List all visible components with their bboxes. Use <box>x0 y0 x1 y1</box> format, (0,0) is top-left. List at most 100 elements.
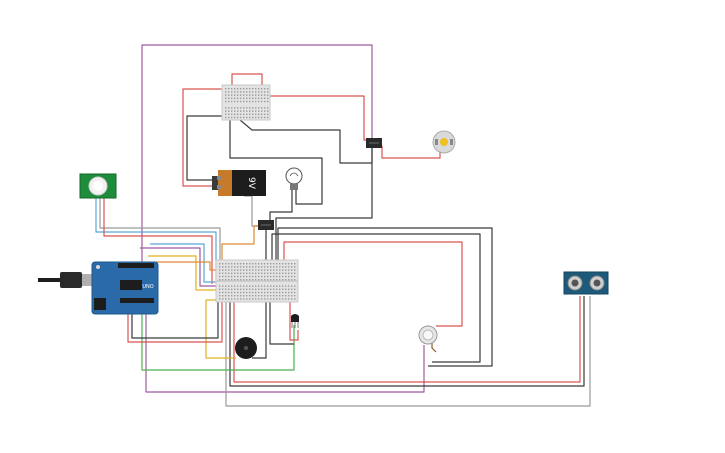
wire-green-bottom[interactable] <box>141 300 295 371</box>
breadboard-hole <box>267 295 269 297</box>
breadboard-hole <box>237 263 239 265</box>
wire-red-relay-motor[interactable] <box>378 145 441 159</box>
breadboard-hole <box>267 107 269 109</box>
breadboard-hole <box>261 97 263 99</box>
breadboard-hole <box>231 91 233 93</box>
wire-yellow-arduino-bb[interactable] <box>148 255 218 291</box>
battery-9v[interactable]: 9V <box>212 170 266 196</box>
wire-black-buzzer[interactable] <box>252 300 267 359</box>
wire-black-bb-transistor[interactable] <box>269 300 294 345</box>
breadboard-hole <box>246 107 248 109</box>
breadboard-hole <box>261 279 263 281</box>
breadboard-hole <box>240 263 242 265</box>
wire-red-ultrasonic[interactable] <box>233 295 581 383</box>
breadboard-hole <box>261 269 263 271</box>
breadboard-hole <box>294 266 296 268</box>
wire-black-bulb-relay[interactable] <box>269 190 293 222</box>
breadboard-hole <box>285 295 287 297</box>
breadboard-hole <box>240 113 242 115</box>
wire-black-bb-right-1[interactable] <box>271 233 481 363</box>
wire-red-battery-tb[interactable] <box>182 88 224 187</box>
wire-black-battery-tb[interactable] <box>186 115 224 181</box>
relay-mid[interactable] <box>258 220 274 230</box>
breadboard-hole <box>225 263 227 265</box>
breadboard-hole <box>222 288 224 290</box>
breadboard-hole <box>264 298 266 300</box>
breadboard-hole <box>267 272 269 274</box>
wire-gray-bottom[interactable] <box>225 296 591 407</box>
breadboard-hole <box>282 272 284 274</box>
breadboard-hole <box>249 97 251 99</box>
breadboard-hole <box>219 263 221 265</box>
wire-black-tb-bulb[interactable] <box>229 116 323 205</box>
wire-purple-top-loop[interactable] <box>141 44 373 262</box>
breadboard-hole <box>285 291 287 294</box>
breadboard-hole <box>255 110 257 112</box>
breadboard-hole <box>270 298 272 300</box>
breadboard-hole <box>282 266 284 268</box>
breadboard-hole <box>234 298 236 300</box>
breadboard-hole <box>219 285 221 287</box>
relay-top[interactable] <box>366 138 382 148</box>
breadboard-hole <box>288 285 290 287</box>
breadboard-hole <box>285 279 287 281</box>
breadboard-hole <box>291 266 293 268</box>
wire-red-top-loop[interactable] <box>231 73 263 86</box>
light-bulb[interactable] <box>285 167 303 190</box>
wire-red-sensor[interactable] <box>103 198 213 284</box>
arduino-uno[interactable]: UNO <box>38 261 159 315</box>
breadboard-hole <box>291 275 293 278</box>
wire-gray-battery-relay[interactable] <box>244 195 260 227</box>
breadboard-hole <box>222 298 224 300</box>
breadboard-hole <box>225 88 227 90</box>
breadboard-hole <box>255 107 257 109</box>
breadboard-hole <box>288 291 290 294</box>
wire-black-bb-right-2[interactable] <box>277 227 493 367</box>
breadboard-hole <box>237 275 239 278</box>
wire-orange-arduino-bb[interactable] <box>156 261 218 271</box>
wire-red-bb-servo[interactable] <box>283 241 463 327</box>
wire-red-arduino-bottom[interactable] <box>127 298 223 343</box>
wire-blue-sensor[interactable] <box>95 198 217 280</box>
breadboard-hole <box>264 100 266 103</box>
wire-gray-sensor[interactable] <box>99 198 221 275</box>
wire-black-arduino-bottom[interactable] <box>131 296 219 339</box>
wire-purple-bottom[interactable] <box>145 300 425 393</box>
breadboard-hole <box>252 91 254 93</box>
wire-black-ultrasonic[interactable] <box>229 295 585 387</box>
breadboard-hole <box>267 91 269 93</box>
wire-orange-relay[interactable] <box>221 225 258 262</box>
breadboard-hole <box>249 275 251 278</box>
wire-black-relay-down[interactable] <box>275 148 373 262</box>
breadboard-hole <box>261 272 263 274</box>
wire-red-to-relay[interactable] <box>268 95 368 141</box>
breadboard-hole <box>243 285 245 287</box>
breadboard-hole <box>258 272 260 274</box>
breadboard-hole <box>246 100 248 103</box>
temperature-sensor[interactable] <box>291 314 299 328</box>
breadboard-hole <box>252 298 254 300</box>
breadboard-hole <box>249 91 251 93</box>
breadboard-hole <box>246 285 248 287</box>
wire-purple-arduino-bb[interactable] <box>140 247 218 287</box>
breadboard-hole <box>222 291 224 294</box>
breadboard-hole <box>249 113 251 115</box>
breadboard-hole <box>276 295 278 297</box>
breadboard-hole <box>237 116 239 119</box>
breadboard-hole <box>222 263 224 265</box>
pir-sensor[interactable] <box>79 173 117 199</box>
ultrasonic-sensor[interactable] <box>563 271 609 295</box>
top-breadboard <box>221 84 271 121</box>
wire-blue-arduino-bb[interactable] <box>150 243 218 283</box>
breadboard-hole <box>231 298 233 300</box>
wire-yellow-buzzer[interactable] <box>205 299 236 359</box>
breadboard-hole <box>225 94 227 96</box>
breadboard-hole <box>225 288 227 290</box>
piezo-buzzer[interactable] <box>235 337 257 359</box>
servo-motor[interactable] <box>418 325 438 345</box>
wire-red-bb-transistor[interactable] <box>289 300 299 341</box>
breadboard-hole <box>264 91 266 93</box>
dc-motor[interactable] <box>432 130 456 154</box>
breadboard-hole <box>246 113 248 115</box>
breadboard-hole <box>255 279 257 281</box>
